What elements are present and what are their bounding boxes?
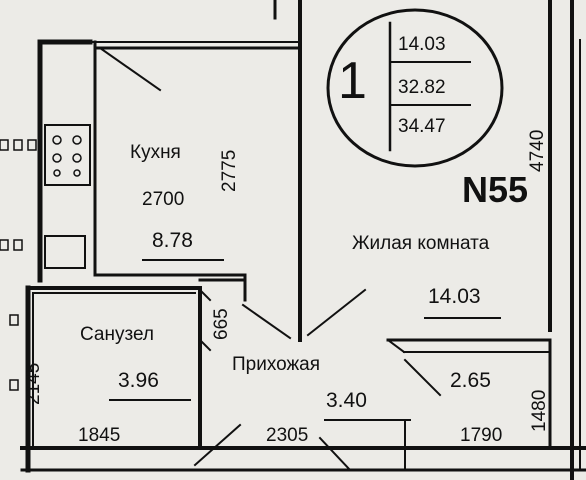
hall-name: Прихожая (232, 354, 321, 375)
kitchen-name: Кухня (130, 142, 181, 163)
rooms-count: 1 (338, 52, 367, 110)
summary-area-total: 32.82 (398, 77, 446, 98)
bathroom-name: Санузел (80, 324, 155, 345)
bathroom-area: 3.96 (118, 369, 159, 392)
apartment-number: N55 (462, 169, 529, 210)
hall-area: 3.40 (326, 389, 367, 412)
hall-gap-dim: 665 (211, 308, 232, 340)
hall-width-dim: 2305 (266, 425, 309, 446)
closet-depth-dim: 1480 (529, 389, 550, 432)
stove-icon (44, 124, 91, 186)
kitchen-depth-dim: 2775 (219, 149, 240, 192)
entry-door-line (193, 423, 242, 467)
closet-width-dim: 1790 (460, 425, 503, 446)
kitchen-area: 8.78 (152, 229, 193, 252)
living-room-area: 14.03 (428, 285, 481, 308)
bathroom-width-dim: 1845 (78, 425, 121, 446)
entry-door-line-2 (318, 436, 352, 472)
living-depth-dim: 4740 (527, 129, 548, 172)
summary-circle (326, 8, 504, 168)
bathroom-depth-dim: 2145 (23, 362, 44, 405)
living-door-line (306, 288, 367, 337)
closet-left (386, 338, 406, 354)
sink-icon (44, 235, 86, 269)
summary-area-full: 34.47 (398, 116, 446, 137)
living-room-name: Жилая комната (352, 233, 490, 254)
kitchen-width-dim: 2700 (142, 189, 185, 210)
closet-area: 2.65 (450, 369, 491, 392)
summary-area-living: 14.03 (398, 34, 446, 55)
closet-diag (403, 358, 442, 397)
kitchen-door-arc (98, 46, 162, 92)
hall-door-line (241, 303, 292, 340)
